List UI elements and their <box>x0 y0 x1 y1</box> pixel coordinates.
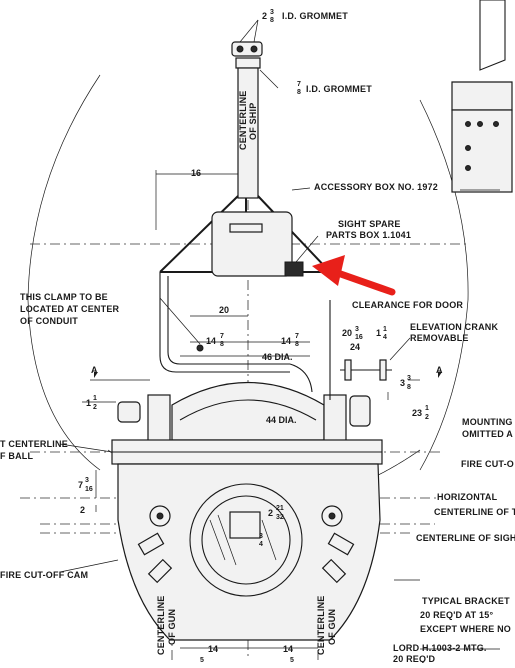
accessory-box-label: ACCESSORY BOX NO. 1972 <box>314 182 438 192</box>
red-pointer-arrow <box>312 255 396 296</box>
lower-housing <box>117 463 381 641</box>
stem <box>235 57 279 199</box>
dim-1-14-num: 1 <box>383 326 387 333</box>
dim-7-316-num: 3 <box>85 477 89 484</box>
centerline-ball-label-2: F BALL <box>0 451 33 461</box>
dim-7-316-den: 16 <box>85 486 93 493</box>
centerline-of-t-label: CENTERLINE OF T <box>434 507 515 517</box>
clamp-label-1: THIS CLAMP TO BE <box>20 292 108 302</box>
section-marker-left: A <box>91 365 98 375</box>
dim-44-dia: 44 DIA. <box>266 415 297 425</box>
dim-20-316-num: 3 <box>355 326 359 333</box>
sight-ring-body <box>111 300 383 465</box>
dim-5-bottom-right: 5 <box>290 657 294 663</box>
typical-bracket-label-3: EXCEPT WHERE NO <box>420 624 511 634</box>
dim-14-78-left-den: 8 <box>220 341 224 348</box>
grommet-mid-frac-num: 7 <box>297 81 301 88</box>
dim-3-38-num: 3 <box>407 375 411 382</box>
dim-2-2132-den: 32 <box>276 514 284 521</box>
grommet-mid-frac-den: 8 <box>297 89 301 96</box>
dim-5-bottom-left: 5 <box>200 657 204 663</box>
dim-14-78-right: 14 <box>281 336 291 346</box>
dim-2: 2 <box>80 505 85 515</box>
accessory-box <box>211 187 311 277</box>
dim-1-12-num: 1 <box>93 395 97 402</box>
grommet-top-size: 2 <box>262 11 267 21</box>
grommet-top-label: I.D. GROMMET <box>282 11 348 21</box>
dim-7-316: 7 <box>78 480 83 490</box>
dim-1-12: 1 <box>86 398 91 408</box>
dimension-lines <box>59 170 500 650</box>
grommet-top-frac-num: 3 <box>270 9 274 16</box>
dim-14-78-right-den: 8 <box>295 341 299 348</box>
lord-mount-label: LORD H.1003-2 MTG. <box>393 643 487 653</box>
dim-14-bottom-right: 14 <box>283 644 293 654</box>
dim-2-2132: 2 <box>268 508 273 518</box>
centerline-of-gun-right-2: OF GUN <box>327 609 337 645</box>
top-grommet <box>231 19 263 57</box>
centerline-ball-label-1: T CENTERLINE <box>0 439 68 449</box>
fire-cutoff-right-label: FIRE CUT-O <box>461 459 514 469</box>
sight-spare-parts-box <box>284 235 319 277</box>
grommet-top-frac-den: 8 <box>270 17 274 24</box>
typical-bracket-label-1: TYPICAL BRACKET <box>422 596 510 606</box>
sight-spare-label-2: PARTS BOX 1.1041 <box>326 230 411 240</box>
dim-14-78-right-num: 7 <box>295 333 299 340</box>
clamp-label-2: LOCATED AT CENTER <box>20 304 120 314</box>
centerline-of-sight-label: CENTERLINE OF SIGH <box>416 533 515 543</box>
dim-23-12-den: 2 <box>425 414 429 421</box>
dim-14-bottom-left: 14 <box>208 644 218 654</box>
dim-3-38: 3 <box>400 378 405 388</box>
mounting-label-2: OMITTED A <box>462 429 513 439</box>
dim-3-4-num: 3 <box>259 533 263 540</box>
elevation-crank-label-1: ELEVATION CRANK <box>410 322 498 332</box>
dim-3-38-den: 8 <box>407 384 411 391</box>
clamp-label-3: OF CONDUIT <box>20 316 78 326</box>
dim-1-14: 1 <box>376 328 381 338</box>
lord-mount-req: 20 REQ'D <box>393 654 436 663</box>
horizontal-label: HORIZONTAL <box>437 492 498 502</box>
dim-14-78-left: 14 <box>206 336 216 346</box>
dim-46-dia: 46 DIA. <box>262 352 293 362</box>
clearance-label: CLEARANCE FOR DOOR <box>352 300 463 310</box>
centerline-of-gun-left-1: CENTERLINE <box>156 595 166 655</box>
dim-2-2132-num: 21 <box>276 505 284 512</box>
centerline-of-gun-right-1: CENTERLINE <box>316 595 326 655</box>
dim-20: 20 <box>219 305 229 315</box>
centerline-of-ship-label-2: OF SHIP <box>248 103 258 140</box>
fire-cutoff-cam-label: FIRE CUT-OFF CAM <box>0 570 88 580</box>
mounting-bracket-right <box>451 0 513 193</box>
dim-1-14-den: 4 <box>383 334 387 341</box>
dim-24: 24 <box>350 342 360 352</box>
grommet-mid-label: I.D. GROMMET <box>306 84 372 94</box>
section-marker-right: A <box>436 365 443 375</box>
dim-20-316-den: 16 <box>355 334 363 341</box>
centerline-of-gun-left-2: OF GUN <box>167 609 177 645</box>
dim-23-12-num: 1 <box>425 405 429 412</box>
dim-16: 16 <box>191 168 201 178</box>
sight-spare-label-1: SIGHT SPARE <box>338 219 401 229</box>
elevation-crank <box>340 337 411 381</box>
dim-1-12-den: 2 <box>93 404 97 411</box>
dim-14-78-left-num: 7 <box>220 333 224 340</box>
mounting-label-1: MOUNTING <box>462 417 513 427</box>
conduit <box>159 272 313 393</box>
dim-23-12: 23 <box>412 408 422 418</box>
dim-20-316: 20 <box>342 328 352 338</box>
typical-bracket-label-2: 20 REQ'D AT 15° <box>420 610 493 620</box>
elevation-crank-label-2: REMOVABLE <box>410 333 469 343</box>
dim-3-4-den: 4 <box>259 541 263 548</box>
centerline-of-ship-label-1: CENTERLINE <box>238 90 248 150</box>
